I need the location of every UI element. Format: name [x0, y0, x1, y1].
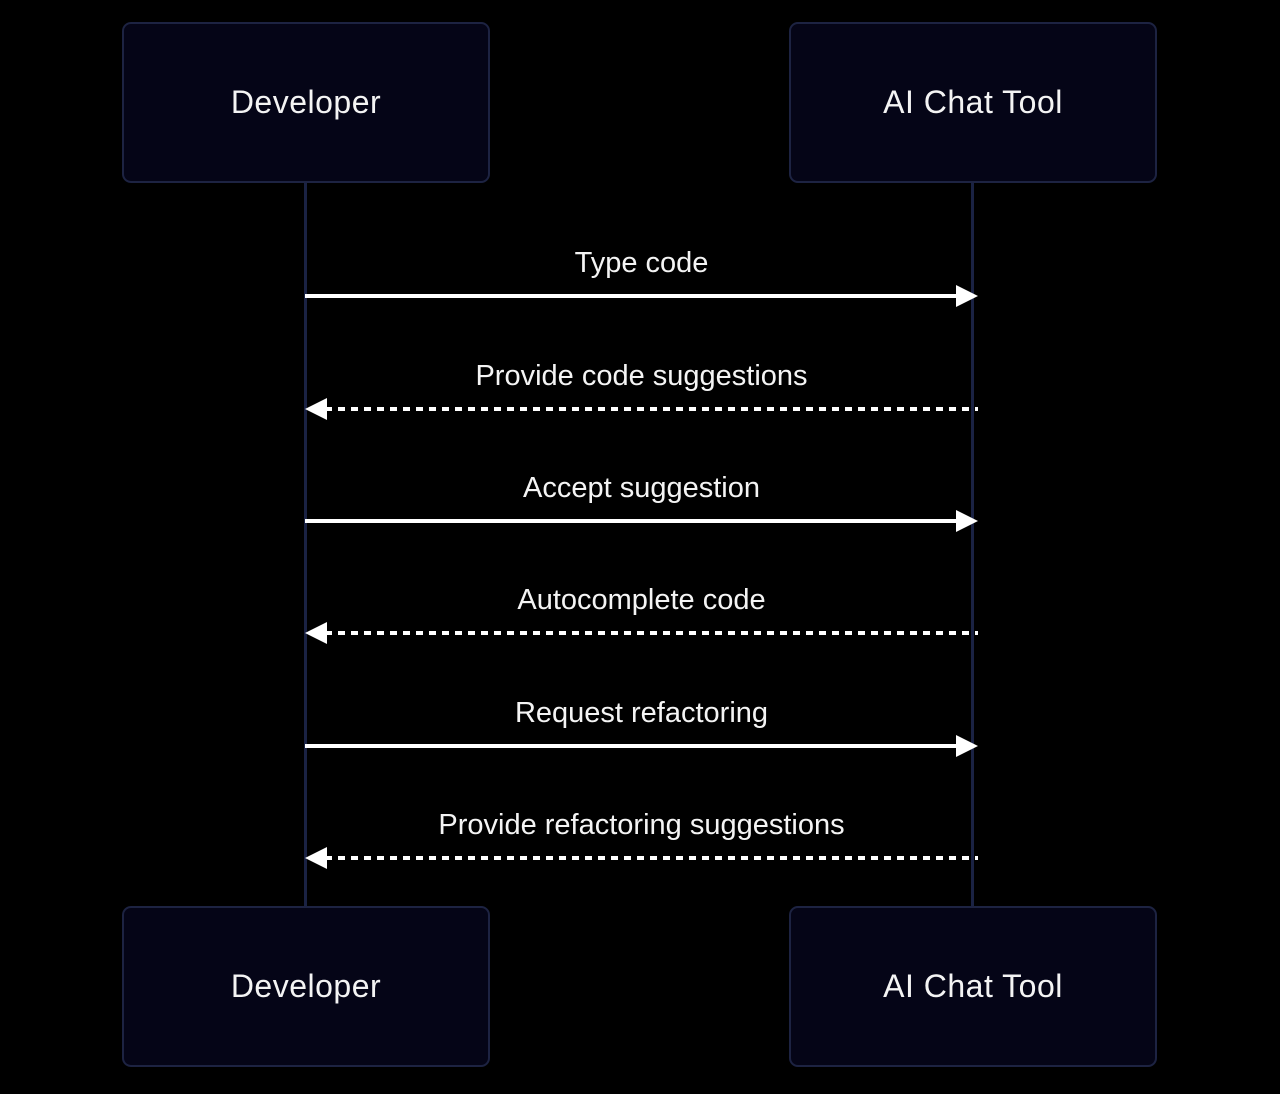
arrow-line — [305, 519, 958, 523]
arrow-line — [325, 407, 978, 411]
arrowhead-right-icon — [956, 510, 978, 532]
actor-ai-chat-tool-top: AI Chat Tool — [789, 22, 1157, 183]
actor-ai-chat-tool-bottom-label: AI Chat Tool — [883, 968, 1063, 1004]
actor-developer-bottom-label: Developer — [230, 968, 382, 1004]
message-4-arrow — [305, 622, 978, 644]
arrowhead-left-icon — [305, 847, 327, 869]
message-5-label: Request refactoring — [514, 697, 769, 729]
message-3-arrow — [305, 510, 978, 532]
arrowhead-left-icon — [305, 398, 327, 420]
arrowhead-left-icon — [305, 622, 327, 644]
message-1-arrow — [305, 285, 978, 307]
message-2-arrow — [305, 398, 978, 420]
message-1-label: Type code — [574, 247, 709, 279]
lifeline-developer — [304, 183, 307, 906]
arrowhead-right-icon — [956, 735, 978, 757]
message-4-label: Autocomplete code — [517, 584, 766, 616]
lifeline-ai-chat-tool — [971, 183, 974, 906]
arrow-line — [305, 294, 958, 298]
arrowhead-right-icon — [956, 285, 978, 307]
arrow-line — [325, 856, 978, 860]
message-6-label: Provide refactoring suggestions — [438, 809, 845, 841]
arrow-line — [325, 631, 978, 635]
message-5-arrow — [305, 735, 978, 757]
message-2-label: Provide code suggestions — [475, 360, 808, 392]
actor-ai-chat-tool-bottom: AI Chat Tool — [789, 906, 1157, 1067]
arrow-line — [305, 744, 958, 748]
message-3-label: Accept suggestion — [523, 472, 760, 504]
actor-ai-chat-tool-top-label: AI Chat Tool — [883, 84, 1063, 120]
actor-developer-top-label: Developer — [230, 84, 382, 120]
actor-developer-top: Developer — [122, 22, 490, 183]
actor-developer-bottom: Developer — [122, 906, 490, 1067]
message-6-arrow — [305, 847, 978, 869]
